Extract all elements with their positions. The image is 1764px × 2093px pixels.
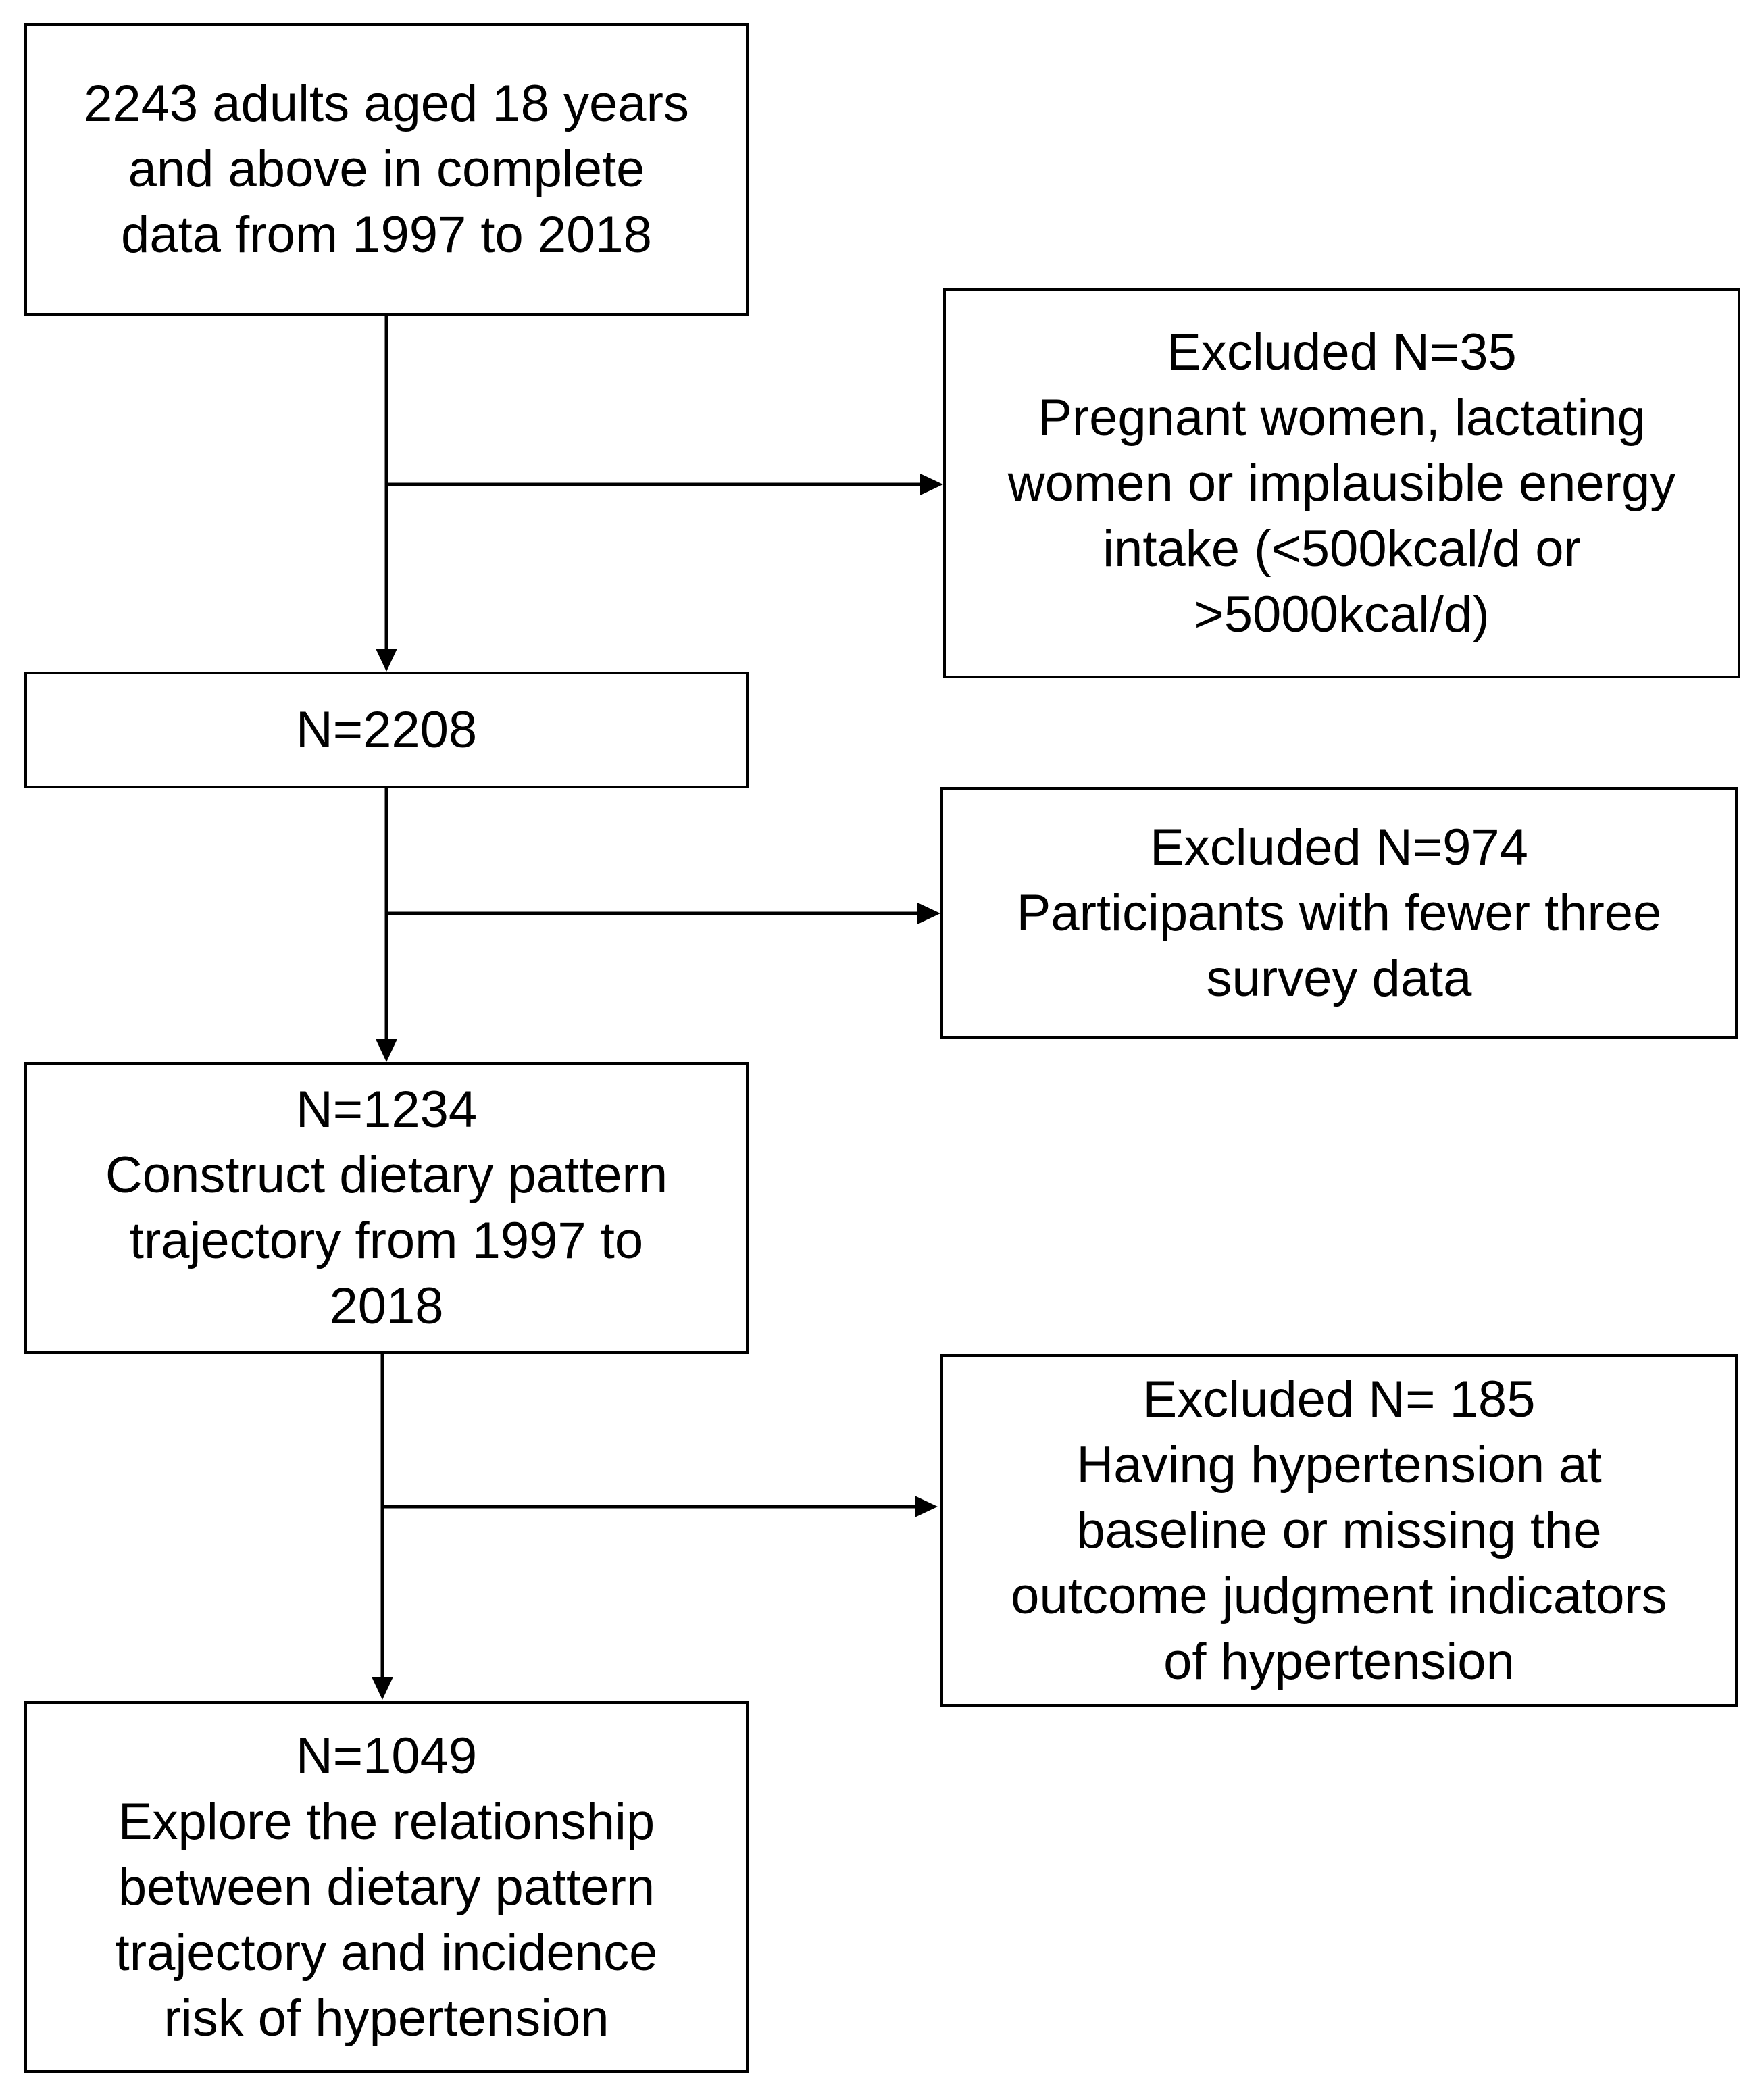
step-box-final-analysis: N=1049 Explore the relationship between … xyxy=(24,1701,749,2073)
exclusion-reason: baseline or missing the xyxy=(1076,1501,1602,1559)
step-text: N=2208 xyxy=(295,701,478,759)
arrowhead-step2 xyxy=(376,649,397,672)
exclusion-reason: Pregnant women, lactating xyxy=(1038,388,1646,447)
step-text: N=1234 xyxy=(295,1081,478,1138)
exclusion-count: Excluded N= 185 xyxy=(1142,1370,1536,1428)
exclusion-reason: Participants with fewer three xyxy=(1016,884,1662,942)
exclusion-box-3: Excluded N= 185 Having hypertension at b… xyxy=(940,1354,1738,1707)
exclusion-count: Excluded N=35 xyxy=(1167,323,1517,381)
exclusion-reason: outcome judgment indicators xyxy=(1011,1567,1667,1625)
step-text: data from 1997 to 2018 xyxy=(121,206,652,263)
exclusion-reason: intake (<500kcal/d or xyxy=(1103,520,1581,578)
arrowhead-exclusion-2 xyxy=(917,903,940,924)
step-text: and above in complete xyxy=(128,141,645,198)
arrowhead-step3 xyxy=(376,1039,397,1062)
exclusion-reason: survey data xyxy=(1206,950,1472,1007)
exclusion-reason: women or implausible energy xyxy=(1007,454,1676,512)
step-box-after-first-exclusion: N=2208 xyxy=(24,672,749,788)
exclusion-box-2: Excluded N=974 Participants with fewer t… xyxy=(940,787,1738,1039)
exclusion-reason: >5000kcal/d) xyxy=(1194,585,1490,643)
step-box-initial-cohort: 2243 adults aged 18 years and above in c… xyxy=(24,23,749,316)
exclusion-box-1: Excluded N=35 Pregnant women, lactating … xyxy=(943,288,1740,678)
arrowhead-step4 xyxy=(372,1677,393,1700)
arrowhead-exclusion-3 xyxy=(915,1496,938,1517)
step-text: 2018 xyxy=(329,1278,444,1335)
step-text: 2243 adults aged 18 years xyxy=(84,75,689,132)
step-text: trajectory and incidence xyxy=(115,1923,658,1982)
step-text: Explore the relationship xyxy=(118,1792,655,1850)
step-text: trajectory from 1997 to xyxy=(129,1212,644,1269)
exclusion-reason: Having hypertension at xyxy=(1076,1436,1602,1494)
step-text: between dietary pattern xyxy=(118,1858,655,1916)
step-text: risk of hypertension xyxy=(163,1989,609,2047)
step-box-trajectory-construction: N=1234 Construct dietary pattern traject… xyxy=(24,1062,749,1354)
exclusion-reason: of hypertension xyxy=(1163,1632,1515,1690)
arrowhead-exclusion-1 xyxy=(920,474,943,495)
step-text: N=1049 xyxy=(295,1727,478,1785)
exclusion-count: Excluded N=974 xyxy=(1150,819,1528,876)
step-text: Construct dietary pattern xyxy=(105,1146,668,1204)
